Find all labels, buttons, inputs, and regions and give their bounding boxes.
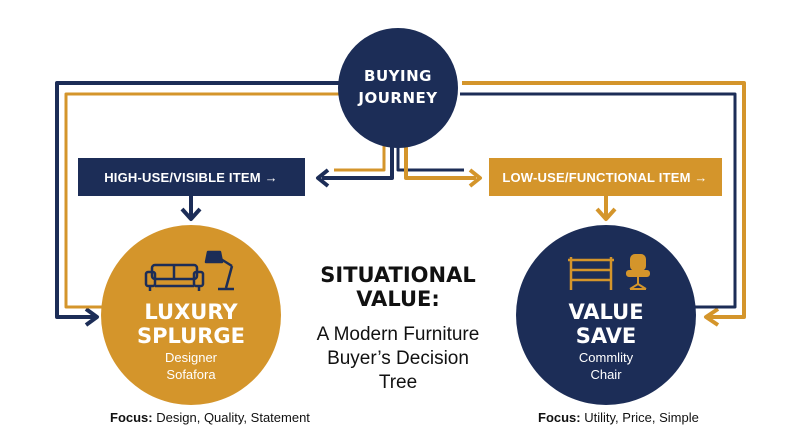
branch-label-low-use: LOW-USE/FUNCTIONAL ITEM →	[502, 170, 707, 185]
outer-gold-loop-right	[462, 81, 746, 327]
root-label-line1: BUYING	[364, 67, 432, 85]
value-sub-line2: Chair	[590, 367, 622, 382]
outcome-luxury-splurge: LUXURY SPLURGE Designer Sofafora	[101, 225, 281, 405]
value-title-line2: SAVE	[576, 324, 637, 348]
center-subtitle-line1: A Modern Furniture	[317, 324, 480, 345]
outcome-value-save: VALUE SAVE Commlity Chair	[516, 225, 696, 405]
arrow-low-use-to-value	[595, 196, 617, 221]
outer-navy-loop-right	[460, 92, 737, 309]
connector-root-to-low-use	[396, 140, 482, 188]
luxury-title-line1: LUXURY	[144, 300, 238, 324]
focus-text-right: Utility, Price, Simple	[584, 410, 699, 425]
focus-label-right: Focus:	[538, 410, 581, 425]
center-title-line2: VALUE:	[356, 287, 440, 311]
root-label-line2: JOURNEY	[357, 89, 438, 107]
arrow-high-use-to-luxury	[180, 196, 202, 221]
office-chair-icon	[626, 254, 650, 290]
center-subtitle-line2: Buyer’s Decision	[327, 348, 469, 369]
shelf-icon	[568, 257, 614, 290]
value-title-line1: VALUE	[568, 300, 643, 324]
outer-gold-loop-left	[64, 92, 342, 309]
connector-root-to-high-use	[316, 140, 394, 188]
outer-navy-loop-left	[55, 81, 340, 327]
luxury-title-line2: SPLURGE	[137, 324, 245, 348]
focus-caption-left: Focus: Design, Quality, Statement	[110, 410, 310, 425]
root-node: BUYING JOURNEY	[338, 28, 458, 148]
branch-box-high-use: HIGH-USE/VISIBLE ITEM →	[78, 158, 305, 196]
luxury-sub-line2: Sofafora	[166, 367, 216, 382]
focus-text-left: Design, Quality, Statement	[156, 410, 310, 425]
value-sub-line1: Commlity	[579, 350, 634, 365]
center-title-block: SITUATIONAL VALUE: A Modern Furniture Bu…	[317, 263, 480, 393]
floor-lamp-icon	[204, 250, 234, 291]
focus-caption-right: Focus: Utility, Price, Simple	[538, 410, 699, 425]
focus-label-left: Focus:	[110, 410, 153, 425]
luxury-sub-line1: Designer	[165, 350, 218, 365]
branch-label-high-use: HIGH-USE/VISIBLE ITEM →	[104, 170, 278, 185]
center-title-line1: SITUATIONAL	[320, 263, 476, 287]
sofa-icon	[144, 263, 205, 291]
branch-box-low-use: LOW-USE/FUNCTIONAL ITEM →	[489, 158, 722, 196]
center-subtitle-line3: Tree	[379, 372, 417, 393]
